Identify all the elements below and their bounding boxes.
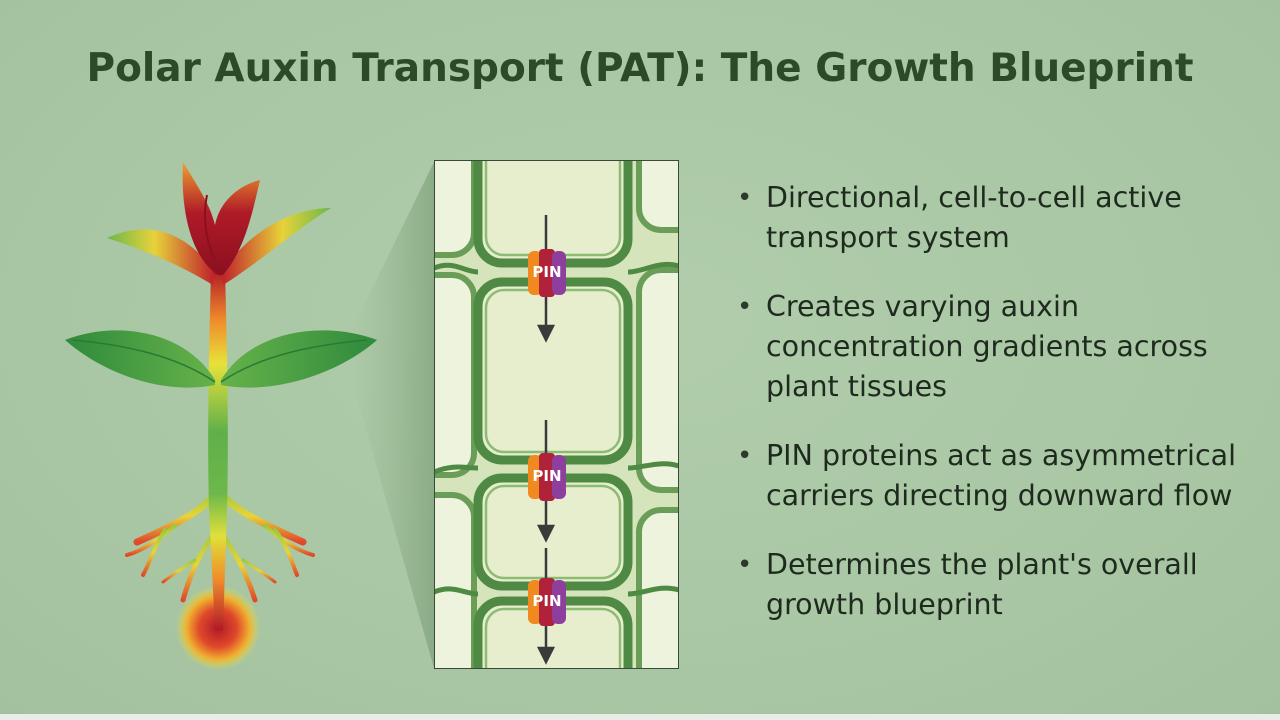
leaf-right bbox=[221, 330, 377, 388]
petal-right bbox=[223, 208, 331, 285]
pin-carrier-icon bbox=[528, 249, 566, 297]
bullet-text: Directional, cell-to-cell active transpo… bbox=[766, 181, 1182, 254]
bullet-text: Determines the plant's overall growth bl… bbox=[766, 548, 1198, 621]
pin-carrier-top: PIN bbox=[527, 248, 567, 298]
flower-bud bbox=[182, 162, 260, 275]
slide-title: Polar Auxin Transport (PAT): The Growth … bbox=[86, 46, 1194, 91]
bullet-dot-icon: • bbox=[737, 441, 753, 471]
pin-carrier-bottom: PIN bbox=[527, 577, 567, 627]
bullet-text: Creates varying auxin concentration grad… bbox=[766, 290, 1208, 403]
bullet-list: • Directional, cell-to-cell active trans… bbox=[735, 178, 1255, 654]
bullet-text: PIN proteins act as asymmetrical carrier… bbox=[766, 439, 1237, 512]
bullet-dot-icon: • bbox=[737, 183, 753, 213]
bullet-item: • PIN proteins act as asymmetrical carri… bbox=[735, 436, 1255, 516]
bullet-dot-icon: • bbox=[737, 292, 753, 322]
bullet-item: • Creates varying auxin concentration gr… bbox=[735, 287, 1255, 407]
cell-column-magnified bbox=[434, 160, 679, 669]
pin-carrier-icon bbox=[528, 578, 566, 626]
bottom-strip bbox=[0, 714, 1280, 720]
pin-label: PIN bbox=[532, 592, 562, 610]
petal-left bbox=[107, 229, 213, 285]
bullet-dot-icon: • bbox=[737, 550, 753, 580]
stem bbox=[208, 270, 228, 630]
bullet-item: • Directional, cell-to-cell active trans… bbox=[735, 178, 1255, 258]
plant-illustration bbox=[65, 162, 377, 670]
pin-carrier-icon bbox=[528, 453, 566, 501]
cell-column-frame bbox=[434, 160, 679, 669]
pin-carrier-middle: PIN bbox=[527, 452, 567, 502]
leaf-left bbox=[65, 330, 215, 388]
bullet-item: • Determines the plant's overall growth … bbox=[735, 545, 1255, 625]
pin-label: PIN bbox=[532, 263, 562, 281]
pin-label: PIN bbox=[532, 467, 562, 485]
